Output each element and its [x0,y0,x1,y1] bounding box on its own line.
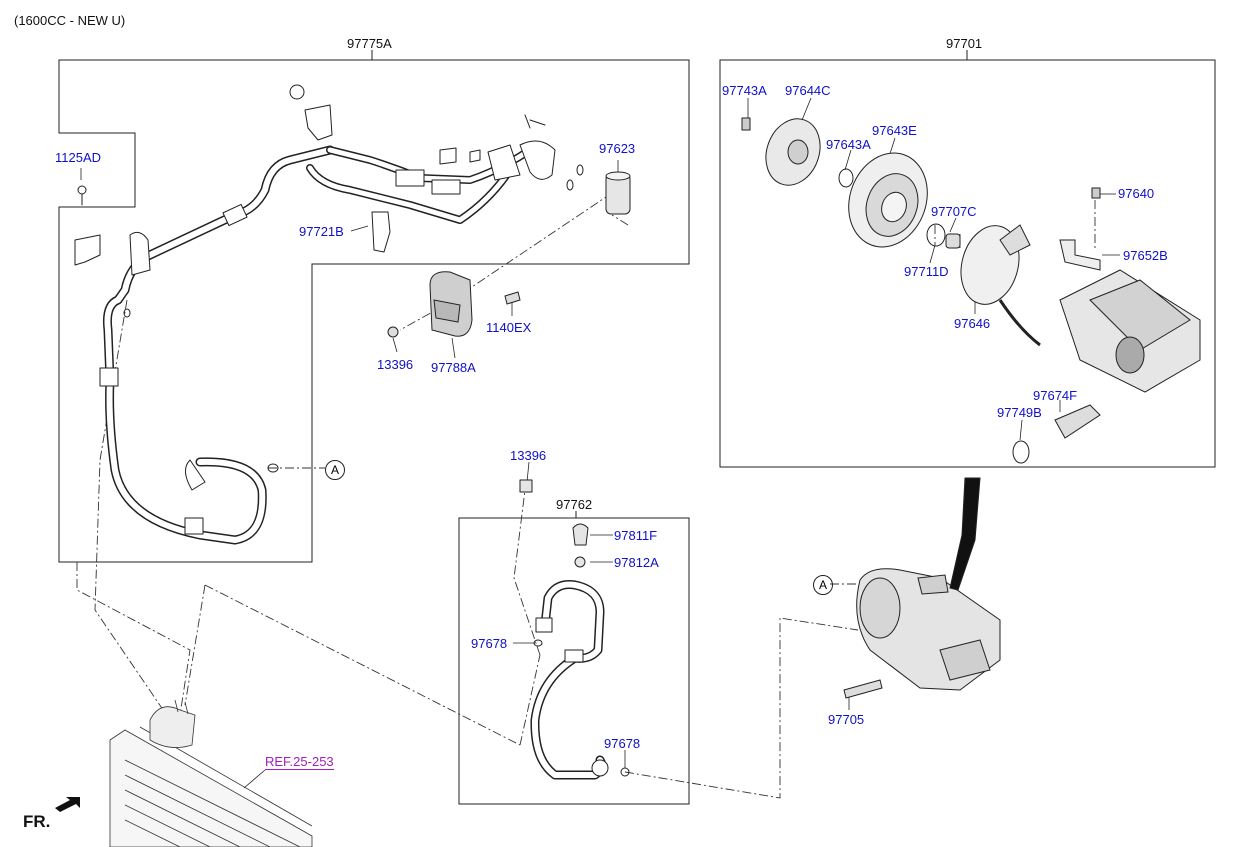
part-label-97643e[interactable]: 97643E [872,123,917,138]
part-label-1125ad[interactable]: 1125AD [55,150,102,165]
part-label-97721b[interactable]: 97721B [299,224,344,239]
part-label-97644c[interactable]: 97644C [785,83,831,98]
callout-a: A [813,575,833,595]
hose-group-box [58,59,690,563]
part-label-97674f[interactable]: 97674F [1033,388,1078,403]
part-label-97643a[interactable]: 97643A [826,137,871,152]
part-label-13396[interactable]: 13396 [510,448,547,463]
part-label-97640[interactable]: 97640 [1118,186,1155,201]
part-label-1140ex[interactable]: 1140EX [486,320,532,335]
group-label-97701[interactable]: 97701 [946,36,983,51]
engine-note: (1600CC - NEW U) [14,13,126,28]
connection-lines [76,192,1096,799]
front-direction-label: FR. [23,812,51,831]
part-label-97678[interactable]: 97678 [604,736,641,751]
part-label-97788a[interactable]: 97788A [431,360,476,375]
part-label-97812a[interactable]: 97812A [614,555,659,570]
suction-hose-drawing [74,84,584,545]
part-label-97646[interactable]: 97646 [954,316,991,331]
reference-link-25-253[interactable]: REF.25-253 [265,754,334,770]
group-label-97775a[interactable]: 97775A [347,36,392,51]
compressor-assembled-drawing [843,477,1001,699]
part-label-97743a[interactable]: 97743A [722,83,767,98]
condenser-drawing [109,699,313,847]
part-label-13396[interactable]: 13396 [377,357,414,372]
discharge-hose-group-box [458,517,690,805]
part-label-97623[interactable]: 97623 [599,141,636,156]
part-label-97652b[interactable]: 97652B [1123,248,1168,263]
group-label-97762[interactable]: 97762 [556,497,593,512]
part-label-97705[interactable]: 97705 [828,712,865,727]
part-label-97749b[interactable]: 97749B [997,405,1042,420]
part-label-97707c[interactable]: 97707C [931,204,977,219]
discharge-hose-drawing [519,479,630,780]
part-label-97811f[interactable]: 97811F [614,528,658,543]
compressor-exploded-drawing [741,117,1201,464]
part-label-97678[interactable]: 97678 [471,636,508,651]
part-label-97711d[interactable]: 97711D [904,264,949,279]
front-arrow-icon [55,797,80,812]
callout-a: A [325,460,345,480]
receiver-drier-drawing [387,171,631,338]
leader-lines [80,97,1120,789]
